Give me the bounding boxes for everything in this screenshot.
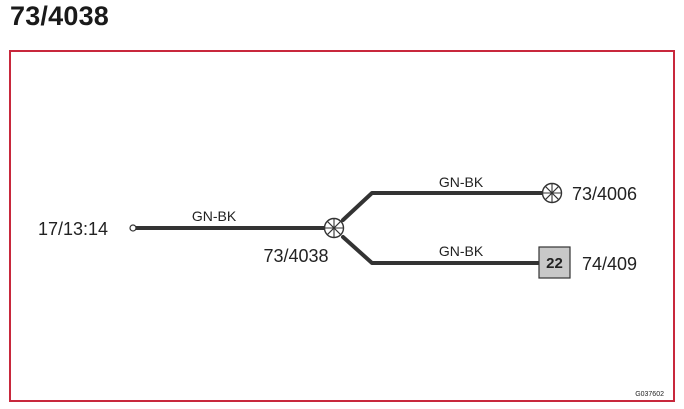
diagram-frame (9, 50, 675, 402)
wire-lower (341, 235, 540, 265)
wire-lower-label: GN-BK (439, 243, 484, 259)
source-label: 17/13:14 (38, 219, 108, 239)
page-title: 73/4038 (10, 1, 109, 31)
splice-label: 73/4038 (263, 246, 328, 266)
lower-target-label: 74/409 (582, 254, 637, 274)
lower-target-box (538, 246, 571, 279)
upper-target-node-icon (541, 182, 563, 204)
wire-upper-label: GN-BK (439, 174, 484, 190)
splice-node-icon (323, 217, 345, 239)
wire-upper (341, 191, 544, 222)
source-terminal-icon (129, 224, 137, 232)
wire-main-label: GN-BK (192, 208, 237, 224)
upper-target-label: 73/4006 (572, 184, 637, 204)
figure-reference: G037602 (635, 391, 664, 398)
wire-group (134, 191, 544, 265)
lower-target-box-label: 22 (546, 255, 563, 272)
